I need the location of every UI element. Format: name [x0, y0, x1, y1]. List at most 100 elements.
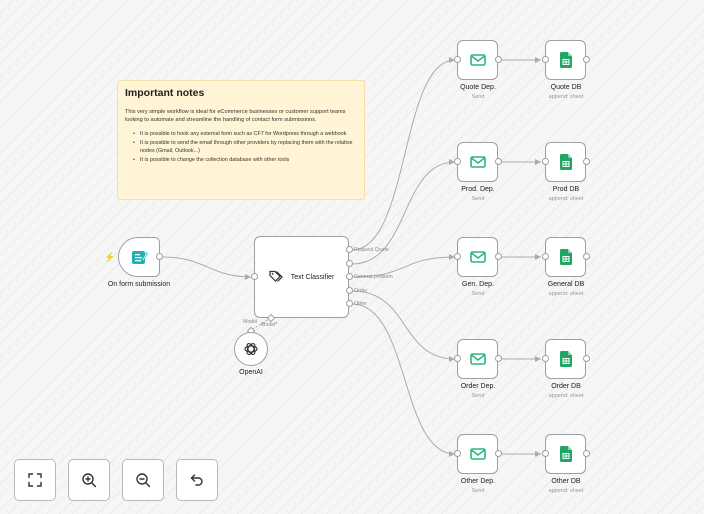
email-sub: Send [471, 393, 485, 399]
email-icon [469, 54, 486, 66]
sticky-note[interactable]: Important notes This very simple workflo… [117, 80, 365, 200]
google-sheets-icon [559, 249, 572, 265]
classifier-output-port[interactable] [346, 287, 353, 294]
sheet-sub: append: sheet [548, 393, 584, 399]
email-label: Quote Dep. [460, 84, 496, 91]
undo-button[interactable] [176, 459, 218, 501]
email-node-order[interactable] [457, 339, 498, 379]
email-input-port[interactable] [454, 253, 461, 260]
tag-icon [269, 270, 283, 282]
edge-other [351, 303, 456, 455]
sheet-output-port[interactable] [583, 56, 590, 63]
sheet-label: Quote DB [550, 84, 582, 91]
undo-icon [190, 474, 203, 486]
classifier-output-port[interactable] [346, 300, 353, 307]
email-sub: Send [471, 196, 485, 202]
sheet-sub: append: sheet [548, 196, 584, 202]
output-label-order: Order [354, 288, 368, 294]
zoom-out-icon [136, 473, 151, 488]
email-label: Gen. Dep. [462, 281, 494, 288]
google-sheets-icon [559, 52, 572, 68]
sheet-output-port[interactable] [583, 158, 590, 165]
email-sub: Send [471, 94, 485, 100]
fit-view-button[interactable] [14, 459, 56, 501]
email-label: Order Dep. [460, 383, 496, 390]
email-label: Prod. Dep. [461, 186, 495, 193]
email-icon [469, 353, 486, 365]
output-label-other: Other [354, 301, 367, 307]
output-label-request-quote: Request Quote [354, 247, 389, 253]
zoom-out-button[interactable] [122, 459, 164, 501]
output-label-general-problem: General problem [354, 274, 393, 280]
openai-icon [244, 343, 258, 355]
email-node-quote[interactable] [457, 40, 498, 80]
email-icon [469, 156, 486, 168]
email-input-port[interactable] [454, 158, 461, 165]
classifier-label: Text Classifier [290, 273, 335, 281]
sheet-input-port[interactable] [542, 56, 549, 63]
trigger-bolt-icon: ⚡ [104, 252, 116, 262]
email-output-port[interactable] [495, 56, 502, 63]
edge-quote [351, 59, 456, 251]
email-input-port[interactable] [454, 56, 461, 63]
edge-order [351, 290, 456, 360]
email-node-prod[interactable] [457, 142, 498, 182]
classifier-output-port[interactable] [346, 246, 353, 253]
sheet-output-port[interactable] [583, 450, 590, 457]
email-icon [469, 448, 486, 460]
sheet-node-other[interactable] [545, 434, 586, 474]
sheet-output-port[interactable] [583, 253, 590, 260]
email-sub: Send [471, 291, 485, 297]
sheet-sub: append: sheet [548, 488, 584, 494]
note-intro: This very simple workflow is ideal for e… [125, 109, 346, 123]
edge-trigger-classifier [162, 256, 252, 278]
sheet-sub: append: sheet [548, 94, 584, 100]
sheet-input-port[interactable] [542, 158, 549, 165]
sheet-label: Order DB [551, 383, 581, 390]
email-output-port[interactable] [495, 158, 502, 165]
email-input-port[interactable] [454, 355, 461, 362]
trigger-label: On form submission [107, 281, 171, 288]
sheet-input-port[interactable] [542, 253, 549, 260]
sheet-sub: append: sheet [548, 291, 584, 297]
trigger-output-port[interactable] [156, 253, 163, 260]
openai-label: OpenAI [239, 369, 263, 376]
classifier-output-port[interactable] [346, 260, 353, 267]
email-input-port[interactable] [454, 450, 461, 457]
email-output-port[interactable] [495, 253, 502, 260]
note-title: Important notes [125, 87, 205, 99]
classifier-input-port[interactable] [251, 273, 258, 280]
google-sheets-icon [559, 351, 572, 367]
note-bullet: It is possible to hook any external form… [133, 131, 357, 139]
fit-view-icon [28, 473, 42, 487]
sheet-node-prod[interactable] [545, 142, 586, 182]
form-trigger-node[interactable] [118, 237, 160, 277]
model-port-label: Model* [261, 322, 278, 328]
google-sheets-icon [559, 154, 572, 170]
zoom-in-button[interactable] [68, 459, 110, 501]
note-bullet: It is possible to change the collection … [133, 157, 357, 165]
sheet-node-order[interactable] [545, 339, 586, 379]
model-input-label: Model [243, 319, 258, 325]
text-classifier-node[interactable]: Text Classifier [254, 236, 349, 318]
sheet-node-general[interactable] [545, 237, 586, 277]
sheet-input-port[interactable] [542, 355, 549, 362]
sheet-label: Prod DB [552, 186, 580, 193]
openai-model-node[interactable] [234, 332, 268, 366]
email-node-other[interactable] [457, 434, 498, 474]
sheet-node-quote[interactable] [545, 40, 586, 80]
zoom-in-icon [82, 473, 97, 488]
email-label: Other Dep. [460, 478, 496, 485]
note-bullet: It is possible to send the email through… [133, 140, 357, 155]
sheet-input-port[interactable] [542, 450, 549, 457]
email-output-port[interactable] [495, 450, 502, 457]
email-icon [469, 251, 486, 263]
sheet-output-port[interactable] [583, 355, 590, 362]
classifier-output-port[interactable] [346, 273, 353, 280]
email-node-general[interactable] [457, 237, 498, 277]
form-icon [132, 251, 148, 264]
google-sheets-icon [559, 446, 572, 462]
email-output-port[interactable] [495, 355, 502, 362]
sheet-label: General DB [547, 281, 585, 288]
